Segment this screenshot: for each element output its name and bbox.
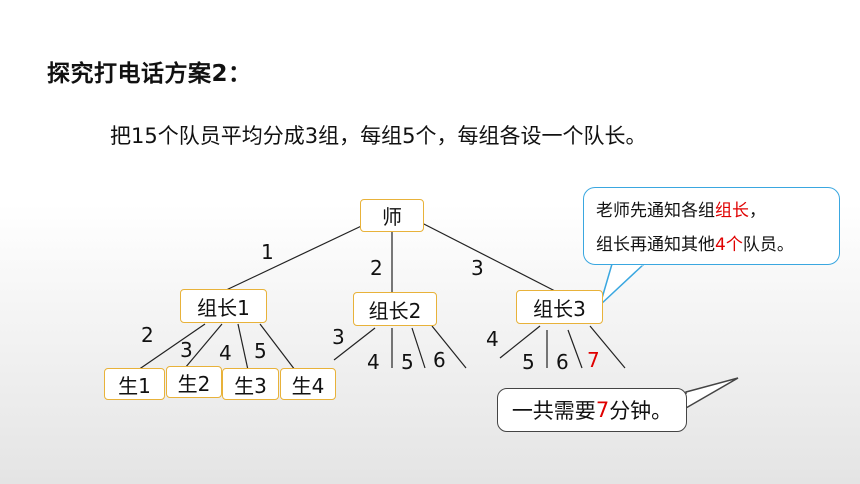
intro-text: 把15个队员平均分成3组，每组5个，每组各设一个队长。 (110, 124, 647, 148)
edge-label: 6 (556, 350, 569, 374)
student-3-node: 生3 (222, 368, 279, 400)
edge-group1-s3 (237, 323, 249, 371)
edge-label: 1 (261, 240, 274, 264)
summary-highlight: 7 (595, 398, 610, 422)
edge-label: 2 (370, 256, 383, 280)
edge-label: 4 (367, 350, 380, 374)
edge-group3-c (567, 329, 583, 369)
group-leader-2-node: 组长2 (353, 292, 437, 326)
edge-group3-a (499, 325, 541, 359)
edge-label: 5 (401, 350, 414, 374)
explanation-callout: 老师先通知各组组长， 组长再通知其他4个队员。 (583, 187, 840, 265)
edge-group2-d (431, 325, 467, 369)
edge-label: 3 (332, 325, 345, 349)
edge-label: 5 (254, 339, 267, 363)
student-2-node: 生2 (166, 366, 222, 398)
edge-label: 5 (522, 350, 535, 374)
summary-tail (685, 377, 739, 410)
callout-tail (598, 263, 646, 308)
edge-label: 4 (486, 327, 499, 351)
edge-label: 3 (180, 338, 193, 362)
group-leader-3-node: 组长3 (516, 290, 603, 324)
edge-group1-s1 (137, 323, 206, 371)
edge-label: 4 (219, 341, 232, 365)
edge-group3-d (589, 325, 626, 369)
edge-label: 6 (433, 348, 446, 372)
teacher-node: 师 (360, 199, 424, 232)
edge-group2-a (333, 327, 376, 361)
callout-highlight: 4个 (715, 235, 743, 255)
student-4-node: 生4 (280, 368, 336, 400)
edge-root-group1 (221, 220, 373, 293)
edge-group1-s4 (259, 323, 296, 371)
group-leader-1-node: 组长1 (180, 289, 267, 323)
edge-label: 2 (141, 323, 154, 347)
callout-highlight: 组长 (715, 201, 749, 221)
edge-group1-s2 (184, 323, 223, 369)
student-1-node: 生1 (104, 368, 165, 400)
edge-root-group3 (417, 220, 556, 292)
edge-label: 3 (471, 256, 484, 280)
callout-line-2: 组长再通知其他4个队员。 (596, 235, 794, 255)
edge-group2-c (411, 327, 426, 369)
page-title: 探究打电话方案2： (47, 61, 252, 87)
callout-line-1: 老师先通知各组组长， (596, 201, 766, 221)
edge-label-highlight: 7 (587, 348, 600, 372)
